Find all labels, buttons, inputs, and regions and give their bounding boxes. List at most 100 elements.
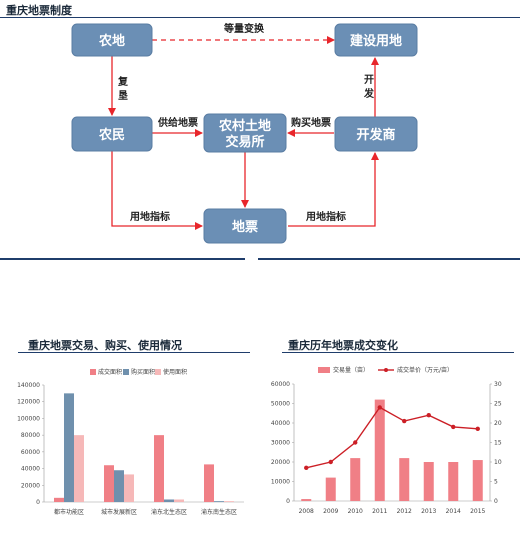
x-tick-label: 2012 [397,508,412,515]
y-tick-label: 0 [36,499,40,506]
bar [124,474,134,502]
y-right-tick-label: 25 [494,401,502,408]
y-tick-label: 100000 [17,415,40,422]
y-tick-label: 140000 [17,382,40,389]
label-supply: 供给地票 [157,116,198,129]
legend-swatch [90,369,96,375]
label-reclaim-1: 复 [117,75,129,88]
bar [114,470,124,502]
bar [224,501,234,502]
price-point [377,405,382,410]
right-chart-title: 重庆历年地票成交变化 [288,339,398,352]
legend-swatch [318,367,330,373]
y-right-tick-label: 30 [494,381,502,388]
bar [301,499,312,501]
y-right-tick-label: 20 [494,420,502,427]
x-tick-label: 城市发展新区 [101,508,137,516]
node-developer: 开发商 [334,116,418,152]
price-point [304,465,309,471]
x-tick-label: 2008 [299,508,314,515]
bar [54,497,64,502]
node-farmer-label: 农民 [98,127,125,143]
y-tick-label: 60000 [271,381,290,388]
y-right-tick-label: 10 [494,459,502,466]
price-line [306,406,478,469]
x-tick-label: 2010 [348,508,363,515]
y-tick-label: 40000 [21,466,40,473]
label-quota-left: 用地指标 [129,210,170,223]
x-tick-label: 渝东北生态区 [151,508,187,516]
y-tick-label: 0 [286,498,290,505]
node-developer-label: 开发商 [356,127,395,143]
legend-swatch [123,369,129,375]
bar [64,393,74,502]
bar [164,499,174,502]
node-land-label: 农地 [98,33,125,49]
y-right-tick-label: 15 [494,440,502,447]
y-tick-label: 30000 [271,440,290,447]
flow-diagram: 农地 建设用地 农民 农村土地 交易所 开发商 地票 等量变换 复 垦 开 发 … [71,22,418,244]
x-tick-label: 2009 [323,508,338,515]
diagram-rule-right [258,258,520,260]
bar [350,458,361,501]
left-chart-title: 重庆地票交易、购买、使用情况 [28,339,182,352]
bar [74,435,84,502]
bar [448,462,459,501]
diagram-rule-left [0,258,245,260]
x-tick-label: 2015 [470,508,485,515]
node-build-label: 建设用地 [350,33,402,49]
bar [174,499,184,502]
x-tick-label: 2011 [372,508,387,515]
price-point [328,459,333,465]
price-point [475,426,480,432]
label-develop-1: 开 [364,74,374,86]
price-point [353,440,358,445]
node-exchange: 农村土地 交易所 [203,113,287,153]
edge-farmer-to-ticket [111,151,203,230]
edge-ticket-to-developer [288,152,379,227]
price-point [426,413,431,418]
node-exchange-label-1: 农村土地 [218,118,271,134]
label-quota-right: 用地指标 [305,210,346,223]
bar [472,460,483,501]
y-tick-label: 20000 [21,482,40,489]
bar [423,462,434,501]
x-tick-label: 渝东南生态区 [201,508,237,516]
y-tick-label: 10000 [271,479,290,486]
legend-marker [384,368,388,372]
y-right-tick-label: 0 [494,498,498,505]
bar [204,464,214,502]
y-tick-label: 60000 [21,449,40,456]
label-reclaim-2: 垦 [118,89,128,102]
legend-label: 购买面积 [131,368,155,376]
node-farmer: 农民 [71,116,153,152]
label-equal-exchange: 等量变换 [224,22,265,35]
page-title: 重庆地票制度 [6,4,72,17]
legend-swatch [155,369,161,375]
header-rule [0,17,520,18]
node-ticket: 地票 [203,208,287,244]
x-tick-label: 2013 [421,508,436,515]
left-title-rule [18,352,250,353]
edges [108,36,379,230]
bar [325,477,336,501]
y-right-tick-label: 5 [494,479,498,486]
x-tick-label: 2014 [446,508,461,515]
node-ticket-label: 地票 [232,219,258,235]
y-tick-label: 40000 [271,420,290,427]
bar [104,465,114,502]
label-develop-2: 发 [363,87,375,100]
bar [399,458,410,501]
legend-label: 成交单价（万元/亩） [397,366,453,374]
node-build: 建设用地 [334,23,418,57]
right-title-rule [282,352,514,353]
bar [374,399,385,501]
bar [214,501,224,502]
node-exchange-label-2: 交易所 [225,134,264,150]
legend-label: 交易量（亩） [333,366,369,374]
y-tick-label: 80000 [21,432,40,439]
bar [154,435,164,502]
node-land: 农地 [71,23,153,57]
